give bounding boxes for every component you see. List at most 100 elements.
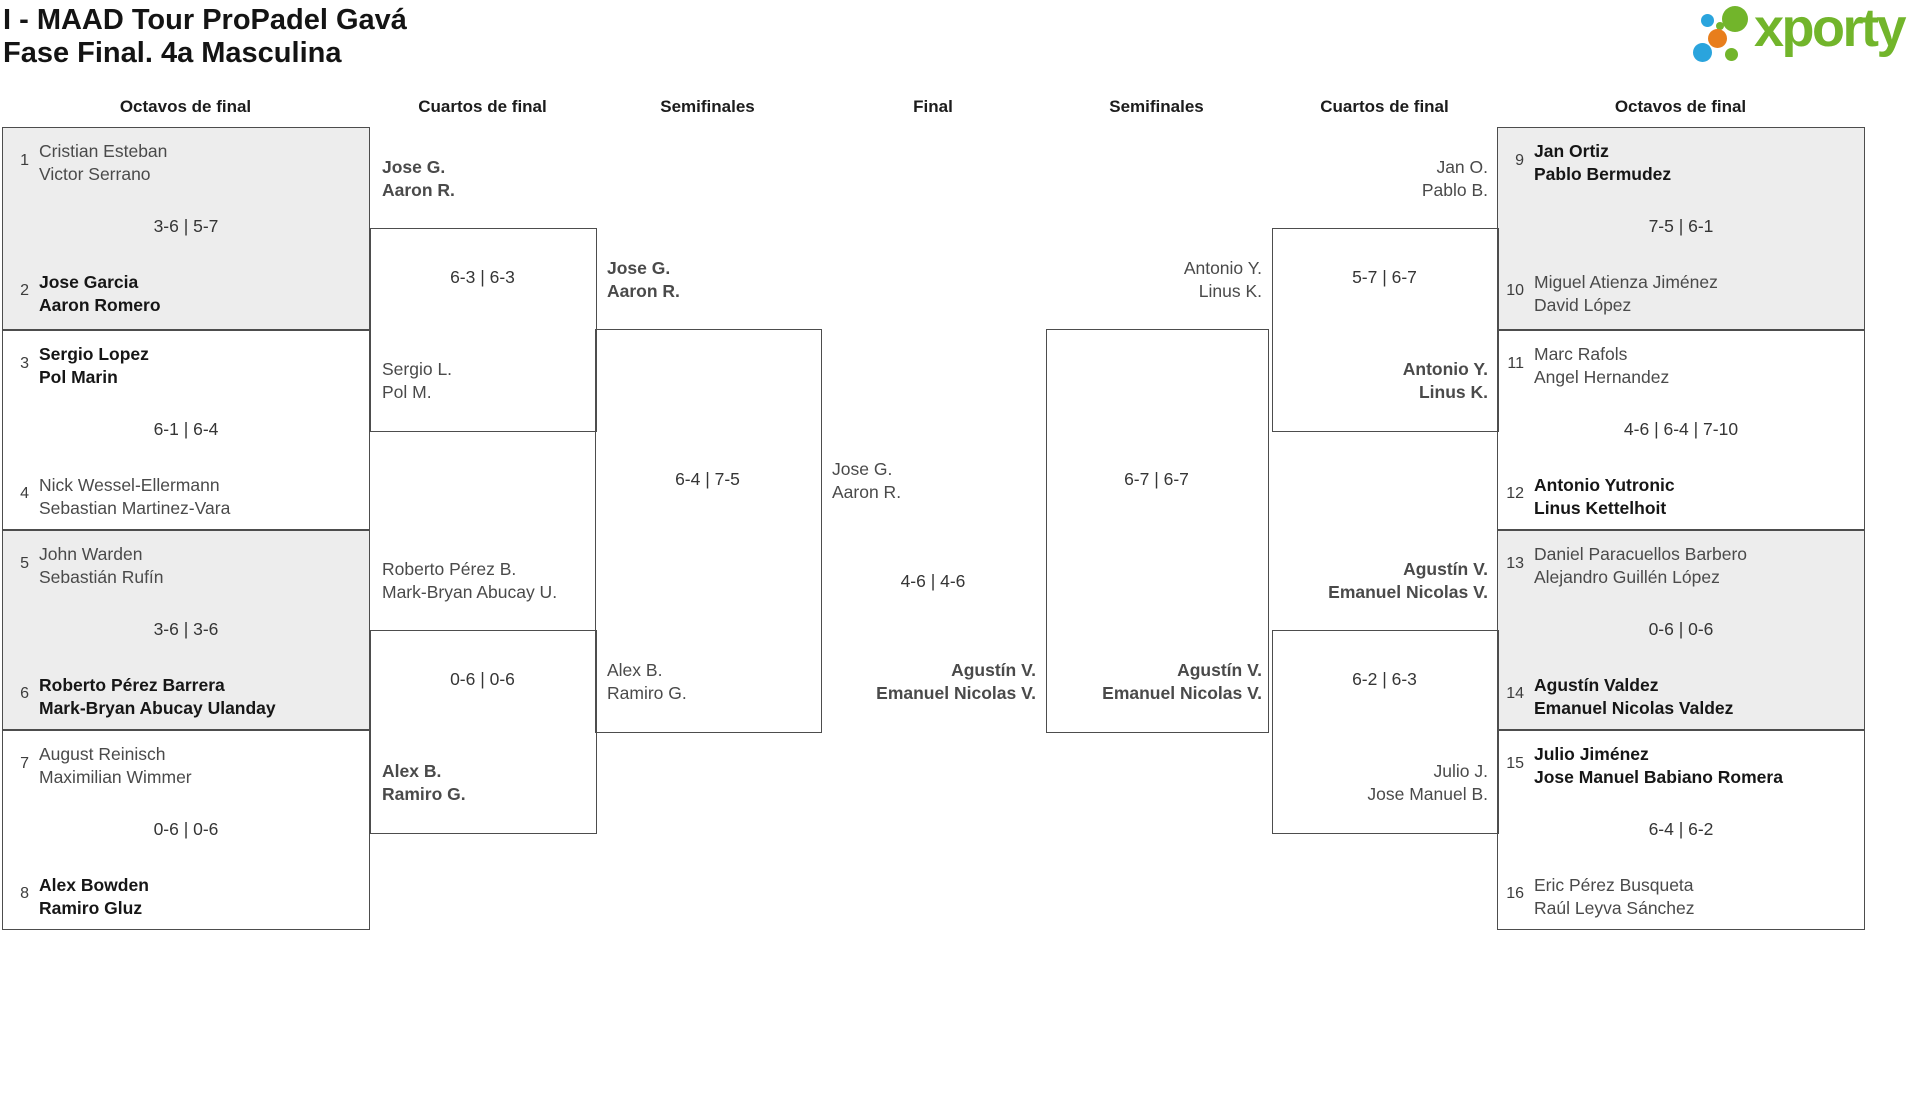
- player-name: Jose G.: [832, 459, 893, 479]
- column-header-qf-right: Cuartos de final: [1320, 97, 1449, 116]
- qf-right-2-team-bottom: Julio J. Jose Manuel B.: [1248, 760, 1488, 806]
- player-name: Antonio Y.: [1183, 258, 1262, 278]
- player-name: Emanuel Nicolas Valdez: [1534, 698, 1734, 718]
- match-box-r16-6: 11 Marc Rafols Angel Hernandez 4-6 | 6-4…: [1497, 330, 1865, 530]
- bracket-connector-qf-left-1: [370, 228, 597, 432]
- player-name: Roberto Pérez Barrera: [39, 675, 225, 695]
- column-header-r16-right: Octavos de final: [1614, 97, 1747, 116]
- qf-right-1-score: 5-7 | 6-7: [1352, 267, 1417, 287]
- match-score: 6-1 | 6-4: [153, 419, 219, 439]
- team-bottom: Miguel Atienza Jiménez David López: [1534, 271, 1860, 317]
- player-name: Emanuel Nicolas V.: [876, 683, 1036, 703]
- player-name: Angel Hernandez: [1534, 367, 1670, 387]
- player-name: Aaron R.: [832, 482, 902, 502]
- match-box-r16-3: 5 John Warden Sebastián Rufín 3-6 | 3-6 …: [2, 530, 370, 730]
- player-name: Jan Ortiz: [1534, 141, 1609, 161]
- qf-left-2-score: 0-6 | 0-6: [450, 669, 515, 689]
- player-name: Emanuel Nicolas V.: [1328, 582, 1488, 602]
- player-name: Daniel Paracuellos Barbero: [1534, 544, 1748, 564]
- seed-number: 14: [1506, 685, 1524, 702]
- player-name: Linus K.: [1418, 382, 1488, 402]
- column-header-r16-left: Octavos de final: [119, 97, 252, 116]
- sf-right-team-bottom: Agustín V. Emanuel Nicolas V.: [1022, 659, 1262, 705]
- match-box-r16-7: 13 Daniel Paracuellos Barbero Alejandro …: [1497, 530, 1865, 730]
- player-name: Pablo B.: [1421, 180, 1488, 200]
- logo-dot: [1722, 6, 1748, 32]
- seed-number: 1: [20, 152, 29, 169]
- player-name: Nick Wessel-Ellermann: [39, 475, 220, 495]
- team-bottom: Eric Pérez Busqueta Raúl Leyva Sánchez: [1534, 874, 1860, 920]
- seed-number: 6: [20, 685, 29, 702]
- player-name: Jose G.: [607, 258, 671, 278]
- match-box-r16-1: 1 Cristian Esteban Victor Serrano 3-6 | …: [2, 127, 370, 330]
- final-team-bottom: Agustín V. Emanuel Nicolas V.: [796, 659, 1036, 705]
- match-box-r16-4: 7 August Reinisch Maximilian Wimmer 0-6 …: [2, 730, 370, 930]
- team-top: John Warden Sebastián Rufín: [39, 543, 365, 589]
- player-name: Sergio L.: [382, 359, 453, 379]
- sf-left-team-top: Jose G. Aaron R.: [607, 257, 847, 303]
- player-name: Agustín Valdez: [1534, 675, 1659, 695]
- final-score: 4-6 | 4-6: [900, 571, 966, 591]
- match-box-r16-5: 9 Jan Ortiz Pablo Bermudez 7-5 | 6-1 10 …: [1497, 127, 1865, 330]
- match-score: 6-4 | 6-2: [1648, 819, 1714, 839]
- match-score: 3-6 | 3-6: [153, 619, 219, 639]
- player-name: Ramiro G.: [607, 683, 687, 703]
- tournament-name: I - MAAD Tour ProPadel Gavá: [3, 4, 407, 36]
- qf-right-2-score: 6-2 | 6-3: [1352, 669, 1417, 689]
- player-name: Antonio Yutronic: [1534, 475, 1675, 495]
- team-bottom: Alex Bowden Ramiro Gluz: [39, 874, 365, 920]
- player-name: Roberto Pérez B.: [382, 559, 517, 579]
- seed-number: 15: [1506, 755, 1524, 772]
- player-name: August Reinisch: [39, 744, 166, 764]
- phase-name: Fase Final. 4a Masculina: [3, 37, 342, 69]
- seed-number: 9: [1515, 152, 1524, 169]
- qf-left-1-score: 6-3 | 6-3: [450, 267, 515, 287]
- logo-dot: [1708, 29, 1727, 48]
- match-score: 3-6 | 5-7: [153, 216, 219, 236]
- seed-number: 16: [1506, 885, 1524, 902]
- bracket-connector-qf-right-2: [1272, 630, 1499, 834]
- player-name: Sergio Lopez: [39, 344, 149, 364]
- seed-number: 12: [1506, 485, 1524, 502]
- qf-left-1-team-top: Jose G. Aaron R.: [382, 156, 622, 202]
- player-name: Pol M.: [382, 382, 432, 402]
- sf-left-team-bottom: Alex B. Ramiro G.: [607, 659, 847, 705]
- player-name: Eric Pérez Busqueta: [1534, 875, 1694, 895]
- team-bottom: Jose Garcia Aaron Romero: [39, 271, 365, 317]
- player-name: Pablo Bermudez: [1534, 164, 1672, 184]
- player-name: Jose Garcia: [39, 272, 139, 292]
- player-name: Julio J.: [1433, 761, 1488, 781]
- team-bottom: Agustín Valdez Emanuel Nicolas Valdez: [1534, 674, 1860, 720]
- player-name: Jose Manuel Babiano Romera: [1534, 767, 1783, 787]
- player-name: Linus Kettelhoit: [1534, 498, 1667, 518]
- column-header-sf-right: Semifinales: [1109, 97, 1204, 116]
- logo-dot: [1693, 43, 1712, 62]
- team-bottom: Roberto Pérez Barrera Mark-Bryan Abucay …: [39, 674, 365, 720]
- player-name: Jan O.: [1436, 157, 1488, 177]
- team-top: Sergio Lopez Pol Marin: [39, 343, 365, 389]
- logo-wordmark: xporty: [1754, 0, 1907, 58]
- bracket-connector-sf-left: [595, 329, 822, 733]
- qf-left-2-team-bottom: Alex B. Ramiro G.: [382, 760, 622, 806]
- column-header-sf-left: Semifinales: [660, 97, 755, 116]
- seed-number: 10: [1506, 282, 1524, 299]
- team-top: Daniel Paracuellos Barbero Alejandro Gui…: [1534, 543, 1860, 589]
- sf-left-score: 6-4 | 7-5: [675, 469, 740, 489]
- player-name: Cristian Esteban: [39, 141, 168, 161]
- column-header-final: Final: [913, 97, 953, 116]
- player-name: Alex B.: [607, 660, 663, 680]
- player-name: Alex Bowden: [39, 875, 149, 895]
- seed-number: 8: [20, 885, 29, 902]
- team-top: August Reinisch Maximilian Wimmer: [39, 743, 365, 789]
- player-name: Marc Rafols: [1534, 344, 1628, 364]
- player-name: Pol Marin: [39, 367, 118, 387]
- seed-number: 13: [1506, 555, 1524, 572]
- team-bottom: Antonio Yutronic Linus Kettelhoit: [1534, 474, 1860, 520]
- player-name: Agustín V.: [1177, 660, 1262, 680]
- player-name: Jose Manuel B.: [1367, 784, 1488, 804]
- match-score: 0-6 | 0-6: [153, 819, 219, 839]
- qf-right-1-team-bottom: Antonio Y. Linus K.: [1248, 358, 1488, 404]
- seed-number: 7: [20, 755, 29, 772]
- player-name: Jose G.: [382, 157, 446, 177]
- player-name: Emanuel Nicolas V.: [1102, 683, 1262, 703]
